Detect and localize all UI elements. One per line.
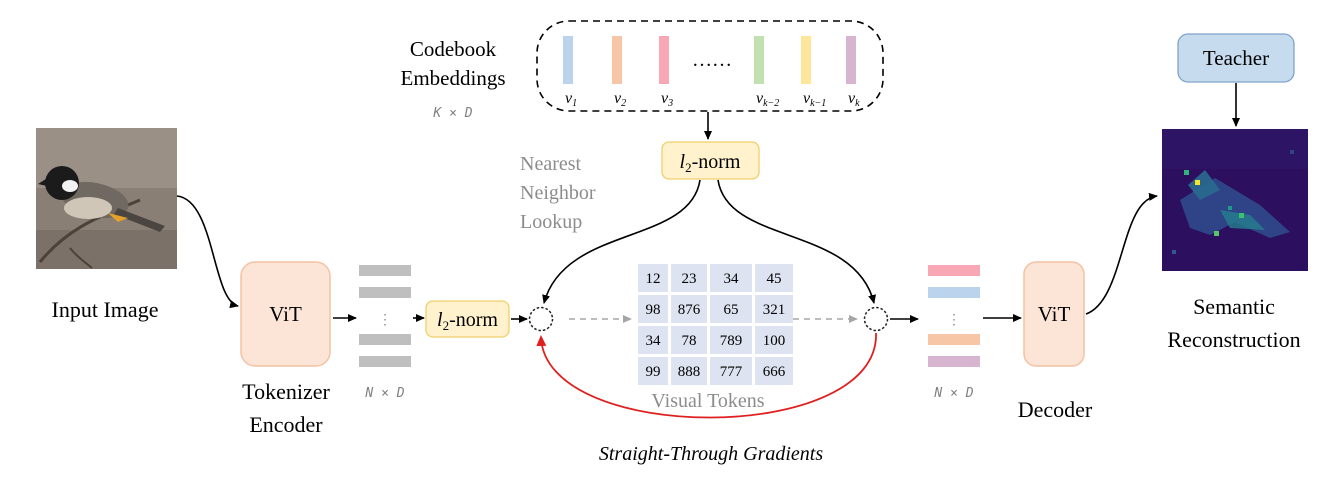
token-cell-value: 100 — [763, 333, 786, 349]
l2norm-top-block — [661, 141, 760, 180]
codebook-vector-bar — [659, 36, 669, 84]
codebook-ellipsis: …… — [692, 49, 732, 71]
token-cell-value: 777 — [720, 364, 743, 380]
codebook-vector-label: v1 — [565, 90, 577, 109]
nn-lookup-label-2: Neighbor — [520, 182, 596, 204]
encoder-token-stack: ⋮ — [359, 265, 411, 367]
encoder-vit-label: ViT — [269, 302, 302, 326]
token-cell-value: 34 — [646, 333, 662, 349]
token-cell-value: 888 — [678, 364, 701, 380]
token-cell-value: 23 — [682, 271, 697, 287]
codebook-vector-label: vk−1 — [803, 90, 826, 109]
svg-text:⋮: ⋮ — [378, 313, 392, 328]
token-cell — [755, 264, 793, 292]
semantic-reconstruction-map — [1162, 129, 1308, 271]
token-cell — [755, 295, 793, 323]
codebook-label-2: Embeddings — [401, 66, 506, 90]
semantic-reconstruction-label-2: Reconstruction — [1167, 327, 1300, 352]
svg-text:⋮: ⋮ — [947, 313, 961, 328]
nn-lookup-label-1: Nearest — [520, 153, 582, 175]
codebook-vector-label: v3 — [661, 90, 673, 109]
decoder-label: Decoder — [1018, 397, 1093, 422]
token-cell-value: 99 — [646, 364, 661, 380]
token-cell — [755, 326, 793, 354]
input-image-label: Input Image — [52, 297, 159, 322]
quantized-shape-label: N × D — [933, 386, 973, 401]
codebook-vector-label: vk — [848, 90, 860, 109]
token-cell — [671, 295, 707, 323]
decoder-vit-block — [1023, 261, 1085, 367]
token-cell — [638, 326, 668, 354]
codebook-vector-label: v2 — [614, 90, 626, 109]
token-cell-value: 65 — [724, 302, 739, 318]
straight-through-label: Straight-Through Gradients — [599, 443, 823, 465]
tokenizer-encoder-label-2: Encoder — [249, 412, 323, 437]
l2norm-left-block — [425, 300, 510, 338]
token-cell-value: 34 — [724, 271, 740, 287]
token-cell — [710, 357, 752, 385]
codebook-vector-bar — [846, 36, 856, 84]
token-cell-value: 789 — [720, 333, 743, 349]
token-cell-value: 321 — [763, 302, 786, 318]
token-cell-value: 876 — [678, 302, 701, 318]
codebook-vectors: v1 v2 v3 vk−2 vk−1 vk — [563, 36, 860, 109]
token-cell — [638, 295, 668, 323]
nn-lookup-label-3: Lookup — [520, 211, 582, 233]
codebook-vector-bar — [563, 36, 573, 84]
teacher-block — [1177, 33, 1295, 83]
token-cell — [710, 295, 752, 323]
token-cell — [710, 264, 752, 292]
l2norm-left-label: l2-norm — [437, 309, 498, 333]
token-cell — [671, 326, 707, 354]
token-cell-value: 78 — [682, 333, 697, 349]
encoder-shape-label: N × D — [364, 386, 404, 401]
token-cell — [638, 264, 668, 292]
codebook-vector-label: vk−2 — [756, 90, 779, 109]
token-cell-value: 45 — [767, 271, 782, 287]
token-cell — [755, 357, 793, 385]
codebook-label-1: Codebook — [410, 37, 497, 61]
visual-tokens-label: Visual Tokens — [651, 390, 764, 412]
quantize-node-right — [863, 306, 889, 332]
token-cell — [638, 357, 668, 385]
token-cell-value: 666 — [763, 364, 786, 380]
token-cell-value: 12 — [646, 271, 661, 287]
semantic-reconstruction-label-1: Semantic — [1193, 294, 1275, 319]
teacher-label: Teacher — [1203, 46, 1269, 70]
quantized-token-stack: ⋮ — [928, 265, 980, 367]
codebook-vector-bar — [612, 36, 622, 84]
l2norm-top-label: l2-norm — [680, 151, 741, 175]
tokenizer-encoder-label-1: Tokenizer — [242, 379, 330, 404]
quantize-node-left — [528, 306, 554, 332]
decoder-vit-label: ViT — [1038, 302, 1071, 326]
token-cell — [710, 326, 752, 354]
token-cell-value: 98 — [646, 302, 661, 318]
visual-token-grid: 12 23 34 45 98 876 65 321 34 78 789 100 99 888 777 666 — [638, 264, 793, 385]
encoder-vit-block — [240, 261, 331, 367]
token-cell — [671, 264, 707, 292]
codebook-vector-bar — [801, 36, 811, 84]
codebook-shape-label: K × D — [432, 106, 472, 121]
codebook-vector-bar — [754, 36, 764, 84]
token-cell — [671, 357, 707, 385]
input-image — [36, 128, 177, 269]
